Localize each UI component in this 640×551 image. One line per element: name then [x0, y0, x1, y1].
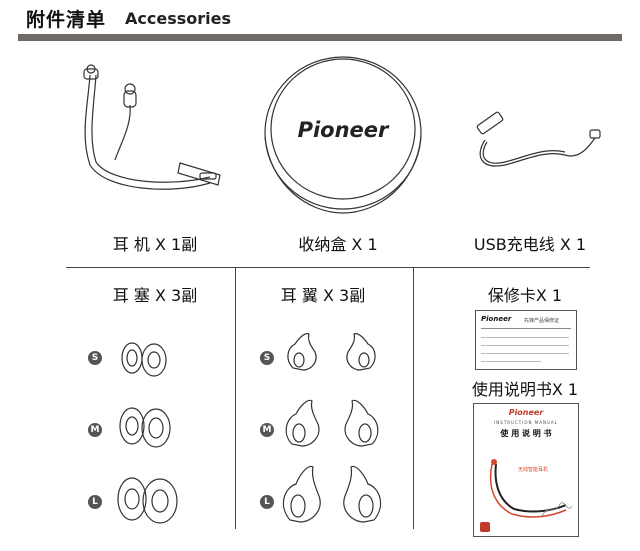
manual-caption: 使用说明书X 1 [471, 380, 579, 399]
size-l-badge: L [260, 495, 274, 509]
manual-subtitle: INSTRUCTION MANUAL [494, 420, 558, 425]
earwing-small-illustration [287, 333, 376, 371]
usb-cable-illustration [476, 111, 601, 167]
size-m-badge: M [88, 423, 102, 437]
warranty-card-logo: Pioneer [481, 315, 512, 323]
size-s-badge: S [88, 351, 102, 365]
eartip-large-illustration [117, 477, 178, 524]
column-divider [413, 267, 414, 529]
warranty-card-line [481, 337, 569, 338]
eartip-medium-illustration [119, 407, 171, 448]
manual-badge-icon [480, 522, 490, 532]
warranty-card-title: 先锋产品保修证 [524, 318, 560, 324]
header-divider-bar [18, 34, 622, 41]
earwing-medium-illustration [285, 399, 379, 447]
earwings-caption: 耳 翼 X 3副 [280, 286, 366, 305]
case-logo: Pioneer [298, 118, 390, 142]
manual-title: 使 用 说 明 书 [500, 429, 552, 438]
warranty-card-caption: 保修卡X 1 [487, 286, 563, 305]
earwing-large-illustration [282, 465, 382, 523]
column-divider [235, 267, 236, 529]
size-l-badge: L [88, 495, 102, 509]
warranty-card-illustration: Pioneer 先锋产品保修证 [475, 310, 577, 370]
eartips-caption: 耳 塞 X 3副 [112, 286, 198, 305]
warranty-card-line [481, 345, 569, 346]
manual-earphones-illustration [489, 459, 573, 518]
manual-illustration: Pioneer INSTRUCTION MANUAL 使 用 说 明 书 无线智… [473, 403, 579, 537]
section-divider [66, 267, 590, 268]
case-caption: 收纳盒 X 1 [298, 235, 378, 254]
page-title: 附件清单 [26, 9, 107, 31]
page-subtitle: Accessories [125, 9, 231, 28]
size-m-badge: M [260, 423, 274, 437]
warranty-card-rule [481, 328, 571, 329]
eartip-small-illustration [121, 342, 167, 377]
storage-case-illustration: Pioneer [264, 56, 422, 214]
manual-logo: Pioneer [508, 408, 544, 417]
manual-product-name: 无线智能耳机 [518, 467, 549, 473]
earphones-caption: 耳 机 X 1副 [112, 235, 198, 254]
warranty-card-line [481, 353, 569, 354]
warranty-card-line [481, 361, 541, 362]
usb-cable-caption: USB充电线 X 1 [473, 235, 587, 254]
neckband-earphones-illustration [83, 64, 221, 190]
size-s-badge: S [260, 351, 274, 365]
